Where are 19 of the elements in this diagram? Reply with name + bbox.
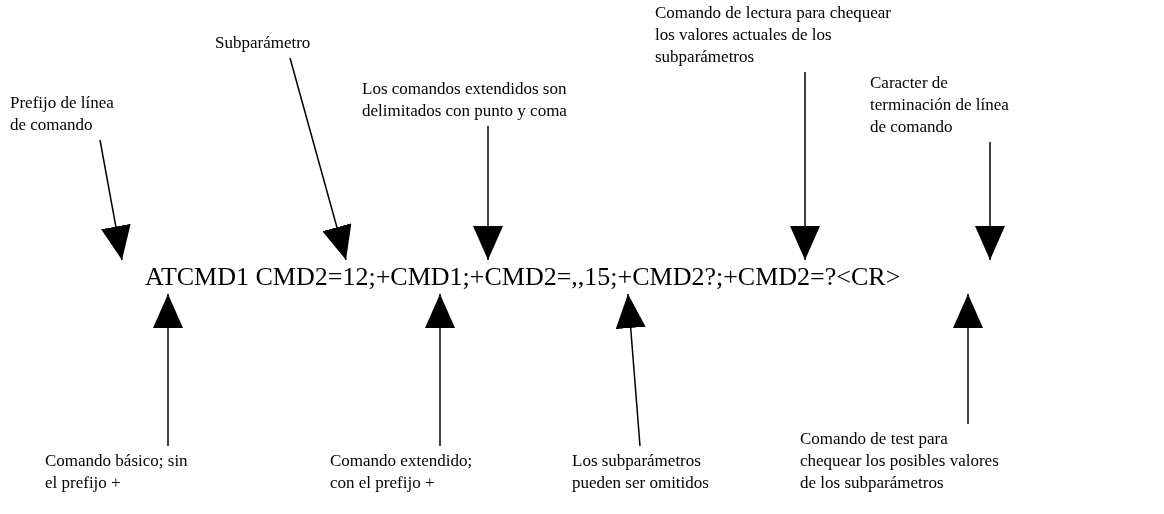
leader-arrow: [473, 125, 503, 261]
leader-arrow: [790, 71, 820, 261]
annotation-text: Comando básico; sin el prefijo +: [45, 450, 190, 494]
leader-arrow: [99, 139, 131, 261]
leader-arrow: [615, 293, 646, 447]
annotation-text: Comando de lectura para chequear los valores actuales de los subparámetros: [655, 2, 905, 68]
command-line-text: ATCMD1 CMD2=12;+CMD1;+CMD2=,,15;+CMD2?;+CMD2=?<CR>: [145, 262, 901, 292]
leader-arrow: [425, 293, 455, 447]
annotation-text: Caracter de terminación de línea de comando: [870, 72, 1020, 138]
leader-arrow: [953, 293, 983, 425]
annotation-text: Subparámetro: [215, 32, 345, 54]
annotation-text: Comando de test para chequear los posibles valores de los subparámetros: [800, 428, 1005, 494]
annotation-text: Comando extendido; con el prefijo +: [330, 450, 475, 494]
annotation-text: Los subparámetros pueden ser omitidos: [572, 450, 717, 494]
leader-arrow: [975, 141, 1005, 261]
annotation-text: Los comandos extendidos son delimitados con punto y coma: [362, 78, 572, 122]
leader-arrow: [153, 293, 183, 447]
annotation-text: Prefijo de línea de comando: [10, 92, 122, 136]
leader-arrow: [289, 57, 352, 261]
